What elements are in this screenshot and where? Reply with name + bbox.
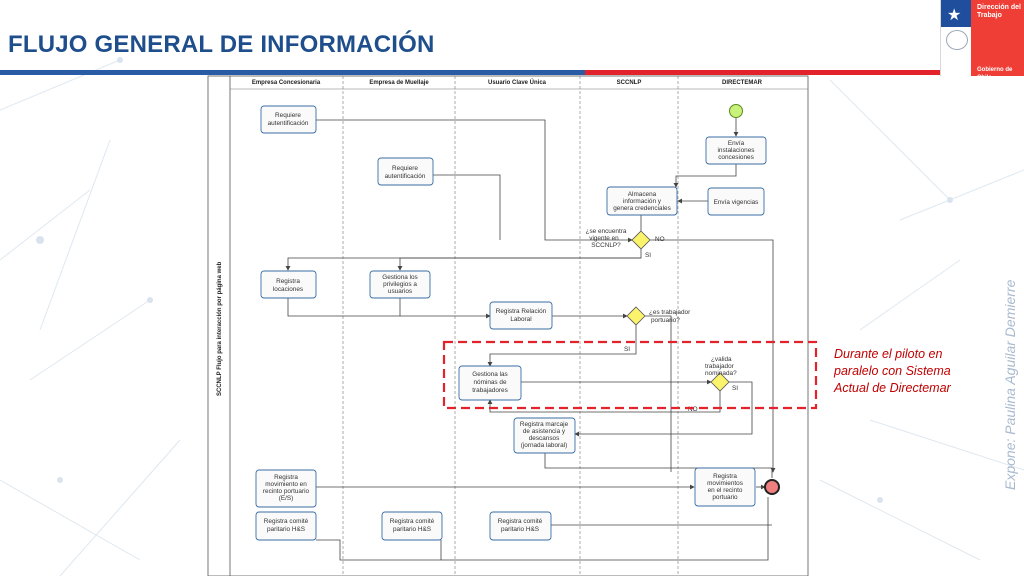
task-almacena-informacion <box>606 186 678 216</box>
task-label: portuario <box>712 494 738 501</box>
flow-label-si: SI <box>624 346 630 353</box>
task-label: trabajadores <box>472 387 508 394</box>
government-logo: ★ Dirección del Trabajo Gobierno de Chil… <box>940 0 1024 81</box>
task-requiere-autentificacion-concesionaria <box>260 105 317 134</box>
task-label: Registra comité <box>390 518 435 525</box>
gateway-valida-trabajador <box>710 372 730 392</box>
task-label: Registra <box>274 474 298 481</box>
task-label: descansos <box>529 435 560 442</box>
task-label: movimientos <box>707 480 743 487</box>
chile-star-icon: ★ <box>947 7 962 24</box>
gateway-label: portuario? <box>651 317 680 324</box>
task-envia-instalaciones <box>705 136 767 165</box>
gateway-trabajador-portuario <box>626 306 646 326</box>
task-label: Registra <box>713 473 737 480</box>
pilot-note: Durante el piloto en paralelo con Sistem… <box>834 346 984 397</box>
task-label: Envía vigencias <box>714 199 759 206</box>
task-gestiona-nominas <box>458 365 522 401</box>
lane-label-directemar: DIRECTEMAR <box>722 80 763 86</box>
task-label: (jornada laboral) <box>521 442 568 449</box>
task-label: Requiere <box>392 165 418 172</box>
gateway-label: ¿valida <box>711 356 732 363</box>
task-registra-movimientos-directemar <box>694 467 756 507</box>
task-label: Gestiona los <box>382 274 418 281</box>
task-label: autentificación <box>268 120 309 127</box>
task-label: paritario H&S <box>267 526 305 533</box>
task-label: locaciones <box>273 286 303 293</box>
task-label: Requiere <box>275 112 301 119</box>
task-label: paritario H&S <box>393 526 431 533</box>
pilot-highlight-box <box>442 340 818 410</box>
task-label: privilegios a <box>383 281 417 288</box>
task-label: Gestiona las <box>472 371 508 378</box>
task-label: autentificación <box>385 173 426 180</box>
logo-line-1: Dirección del <box>977 4 1021 11</box>
task-registra-relacion-laboral <box>489 301 553 330</box>
task-gestiona-privilegios <box>369 270 431 299</box>
task-label: concesiones <box>718 154 754 161</box>
logo-line-2: Trabajo <box>977 12 1002 19</box>
task-requiere-autentificacion-muellaje <box>377 157 434 186</box>
task-label: Registra marcaje <box>520 421 569 428</box>
task-envia-vigencias <box>707 187 765 216</box>
gateway-label: vigente en <box>589 235 619 242</box>
lane-label-empresa-concesionaria: Empresa Concesionaria <box>252 80 321 86</box>
task-registra-marcaje <box>513 417 576 454</box>
header-rule-red <box>585 70 940 75</box>
task-label: información y <box>623 198 662 205</box>
task-label: recinto portuario <box>263 488 310 495</box>
gateway-label: ¿se encuentra <box>586 228 627 235</box>
gateway-label: nominada? <box>705 370 737 377</box>
seal-icon <box>946 30 968 50</box>
task-label: Registra comité <box>264 518 309 525</box>
header-rule-blue <box>0 70 585 75</box>
task-comite-usuario <box>489 511 552 541</box>
pool-label: SCCNLP Flujo para interacción por página… <box>217 261 223 396</box>
lane-label-sccnlp: SCCNLP <box>617 80 642 86</box>
task-label: Registra Relación <box>496 308 547 315</box>
start-event <box>729 104 743 118</box>
pilot-note-line-2: paralelo con Sistema <box>834 364 951 378</box>
task-registra-locaciones <box>260 270 317 299</box>
task-label: Registra <box>276 278 300 285</box>
task-label: movimiento en <box>265 481 307 488</box>
flow-label-si: SI <box>645 252 651 259</box>
gateway-label: ¿es trabajador <box>649 309 691 316</box>
lane-label-empresa-muellaje: Empresa de Muellaje <box>369 80 429 86</box>
task-label: Almacena <box>628 191 657 198</box>
flow-label-si: SI <box>732 385 738 392</box>
task-label: paritario H&S <box>501 526 539 533</box>
gateway-vigente <box>631 230 651 250</box>
pilot-note-line-1: Durante el piloto en <box>834 347 943 361</box>
task-label: en el recinto <box>708 487 743 494</box>
flow-label-no: NO <box>688 406 698 413</box>
task-label: Laboral <box>510 316 531 323</box>
task-label: (E/S) <box>279 495 294 502</box>
task-label: usuarios <box>388 288 412 295</box>
logo-footer: Gobierno de Chile <box>977 67 1013 81</box>
flow-label-no: NO <box>655 236 665 243</box>
end-event <box>764 479 780 495</box>
slide-title: FLUJO GENERAL DE INFORMACIÓN <box>8 31 435 58</box>
gateway-label: SCCNLP? <box>591 242 621 249</box>
task-comite-muellaje <box>381 511 443 541</box>
gateway-label: trabajador <box>705 363 735 370</box>
presenter-credit: Expone: Paulina Aguilar Demierre <box>1002 279 1018 490</box>
lane-label-usuario-clave-unica: Usuario Clave Única <box>488 79 547 86</box>
task-registra-movimiento-recinto <box>255 469 317 508</box>
task-label: de asistencia y <box>523 428 566 435</box>
task-comite-concesionaria <box>255 511 317 541</box>
pilot-note-line-3: Actual de Directemar <box>834 381 951 395</box>
task-label: nóminas de <box>473 379 506 386</box>
task-label: Envía <box>728 140 745 147</box>
task-label: genera credenciales <box>613 205 671 212</box>
task-label: instalaciones <box>718 147 755 154</box>
task-label: Registra comité <box>498 518 543 525</box>
